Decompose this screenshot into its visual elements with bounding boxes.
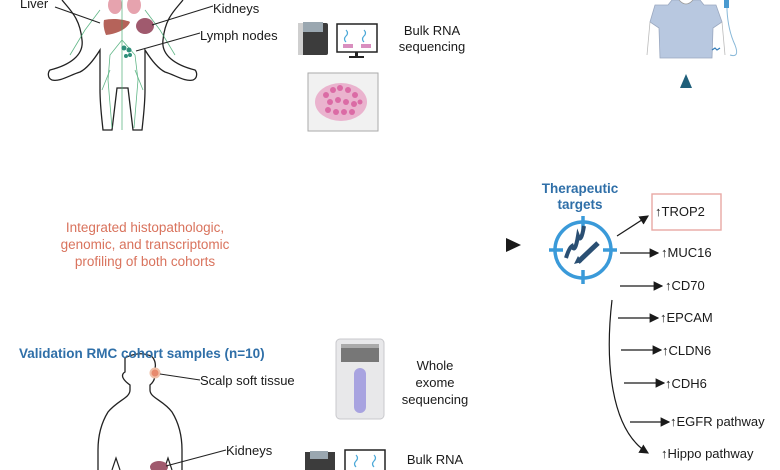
scalp-soft-tissue-label: Scalp soft tissue	[200, 373, 295, 388]
whole-exome-sequencer-icon	[335, 338, 385, 420]
bulk-rna-seq-validation-label: Bulk RNA	[406, 452, 464, 467]
target-hippo-pathway: ↑Hippo pathway	[661, 446, 754, 461]
top-body-figure	[47, 0, 198, 131]
target-egfr-pathway: ↑EGFR pathway	[670, 414, 765, 429]
kidneys-validation-leader-line	[165, 449, 227, 467]
validation-cohort-title: Validation RMC cohort samples (n=10)	[19, 346, 265, 361]
sequencer-icon	[298, 22, 378, 58]
kidneys-leader-line	[151, 5, 214, 26]
lymph-nodes-label: Lymph nodes	[200, 28, 278, 43]
title-line: Therapeutic	[541, 181, 619, 196]
kidneys-validation-label: Kidneys	[226, 443, 273, 458]
assay-label-line: Bulk RNA	[403, 23, 461, 38]
assay-label-line: exome	[415, 375, 455, 390]
target-trop2: ↑TROP2	[655, 204, 705, 219]
target-arrows	[608, 215, 671, 454]
target-cldn6: ↑CLDN6	[662, 343, 712, 358]
kidneys-label: Kidneys	[213, 1, 260, 16]
profiling-line: Integrated histopathologic,	[65, 220, 225, 235]
whole-exome-seq-label: Whole exome sequencing	[395, 357, 475, 408]
crosshair-target-icon	[549, 216, 617, 284]
assay-label-line: sequencing	[398, 39, 466, 54]
scalp-leader-line	[159, 373, 201, 381]
profiling-description: Integrated histopathologic, genomic, and…	[50, 219, 240, 270]
assay-label-line: Whole	[416, 358, 454, 373]
sequencer-bottom-icon	[305, 449, 386, 470]
trop2-highlight-box	[651, 193, 722, 231]
up-arrow-head	[680, 74, 692, 88]
target-epcam: ↑EPCAM	[660, 310, 713, 325]
integration-arrow-head	[506, 238, 521, 252]
title-line: targets	[557, 197, 603, 212]
histology-slide-image	[307, 72, 379, 132]
profiling-line: genomic, and transcriptomic	[60, 237, 230, 252]
validation-body-figure	[97, 353, 183, 470]
patient-infusion-figure	[646, 0, 738, 59]
profiling-line: profiling of both cohorts	[74, 254, 216, 269]
therapeutic-targets-title: Therapeutic targets	[530, 181, 630, 213]
assay-label-line: sequencing	[401, 392, 469, 407]
liver-label: Liver	[20, 0, 49, 11]
bulk-rna-seq-label: Bulk RNA sequencing	[392, 23, 472, 55]
lymph-leader-line	[135, 32, 201, 52]
target-cd70: ↑CD70	[665, 278, 705, 293]
target-muc16: ↑MUC16	[661, 245, 712, 260]
target-cdh6: ↑CDH6	[665, 376, 707, 391]
liver-leader-line	[54, 6, 101, 24]
